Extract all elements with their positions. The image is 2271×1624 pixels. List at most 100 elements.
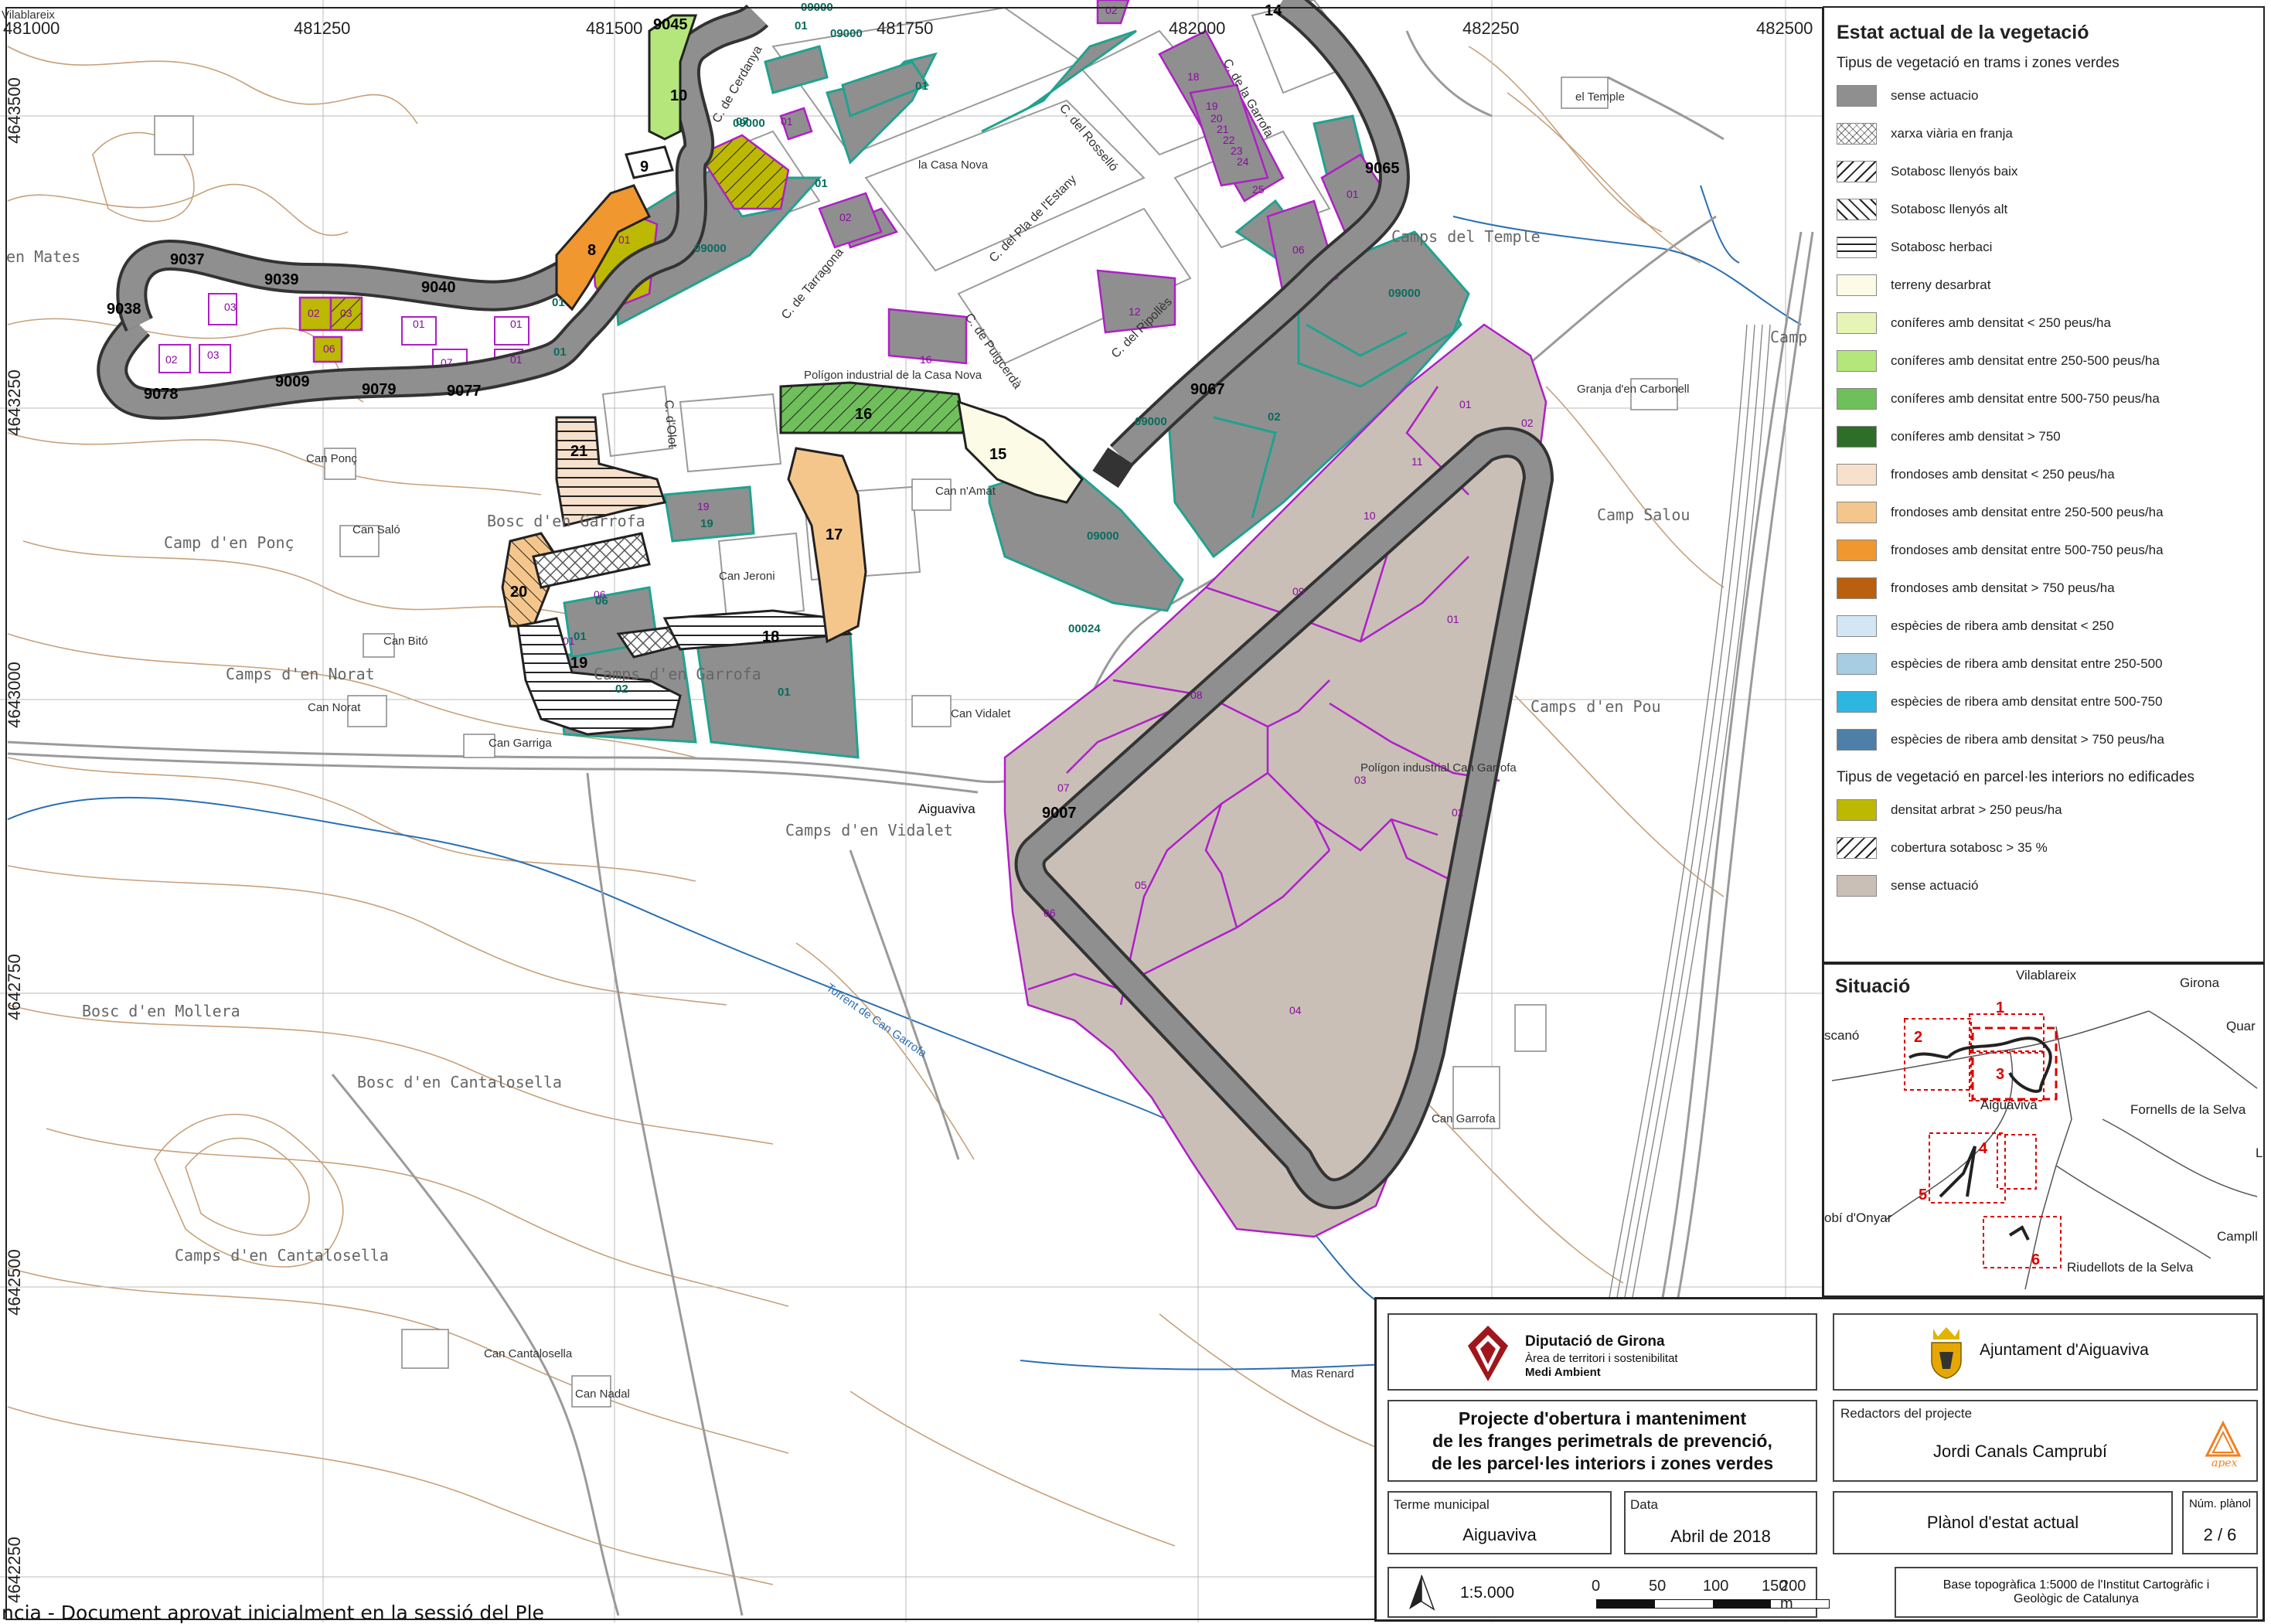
svg-text:Aiguaviva: Aiguaviva (918, 802, 975, 816)
legend-swatch-icon (1837, 728, 1877, 751)
org1-box: Diputació de Girona Àrea de territori i … (1387, 1313, 1817, 1391)
legend-item: terreny desarbrat (1837, 266, 2263, 304)
org1-department: Medi Ambient (1525, 1366, 1601, 1379)
svg-text:9078: 9078 (144, 386, 179, 403)
svg-text:9007: 9007 (1042, 805, 1077, 822)
legend-label: frondoses amb densitat < 250 peus/ha (1891, 466, 2115, 482)
svg-text:Can Norat: Can Norat (308, 701, 361, 714)
svg-text:9040: 9040 (421, 279, 456, 296)
svg-text:9077: 9077 (447, 383, 482, 400)
legend-swatch-icon (1837, 539, 1877, 561)
svg-text:07: 07 (736, 115, 749, 128)
legend-item: densitat arbrat > 250 peus/ha (1837, 791, 2263, 829)
legend-label: Sotabosc llenyós baix (1891, 163, 2018, 179)
svg-text:23: 23 (1231, 145, 1243, 157)
base-source-line: Geològic de Catalunya (2014, 1592, 2139, 1605)
org2-box: Ajuntament d'Aiguaviva (1833, 1313, 2258, 1391)
svg-text:01: 01 (781, 115, 793, 128)
legend-swatch-icon (1837, 836, 1877, 859)
area-label: Bosc d'en Cantalosella (357, 1073, 562, 1091)
legend-item: frondoses amb densitat entre 250-500 peu… (1837, 493, 2263, 531)
legend-panel: Estat actual de la vegetació Tipus de ve… (1823, 6, 2265, 963)
svg-text:02: 02 (1452, 806, 1464, 819)
svg-text:Can Cantalosella: Can Cantalosella (484, 1347, 573, 1360)
svg-text:Can Garriga: Can Garriga (489, 737, 552, 750)
svg-text:21: 21 (570, 443, 587, 460)
svg-text:Polígon industrial Can Garrofa: Polígon industrial Can Garrofa (1360, 761, 1517, 775)
svg-text:16: 16 (855, 406, 872, 423)
svg-text:09000: 09000 (1135, 415, 1167, 428)
legend-item: espècies de ribera amb densitat entre 50… (1837, 683, 2263, 720)
legend-section-title: Tipus de vegetació en parcel·les interio… (1837, 769, 2194, 785)
svg-text:21: 21 (1217, 123, 1229, 135)
sheet-number: 1 (1996, 999, 2004, 1016)
svg-text:25: 25 (1252, 183, 1265, 196)
svg-text:05: 05 (1135, 879, 1147, 891)
redactors-box: Redactors del projecte Jordi Canals Camp… (1833, 1400, 2258, 1482)
legend-item: Sotabosc llenyós alt (1837, 190, 2263, 228)
svg-text:01: 01 (1347, 188, 1359, 200)
legend-swatch-icon (1837, 198, 1877, 220)
svg-text:9037: 9037 (170, 251, 205, 268)
org2-name: Ajuntament d'Aiguaviva (1980, 1341, 2149, 1359)
area-label: Camps d'en Cantalosella (175, 1246, 389, 1265)
coord-x-label: 481000 (3, 19, 60, 38)
town-label: Aiguaviva (1980, 1098, 2038, 1112)
svg-text:Can Jeroni: Can Jeroni (719, 570, 775, 583)
coord-y-label: 4643500 (4, 77, 24, 144)
title-block: Diputació de Girona Àrea de territori i … (1374, 1297, 2265, 1622)
legend-label: Sotabosc llenyós alt (1891, 201, 2008, 216)
legend-swatch-icon (1837, 312, 1877, 334)
town-label: L (2256, 1146, 2263, 1160)
svg-text:01: 01 (815, 177, 828, 190)
svg-text:12: 12 (1129, 305, 1141, 318)
svg-text:02: 02 (1105, 4, 1118, 16)
svg-text:06: 06 (594, 588, 606, 601)
svg-text:Can Ponç: Can Ponç (306, 452, 357, 465)
svg-text:24: 24 (1237, 155, 1249, 168)
diputacio-logo-icon (1468, 1326, 1508, 1381)
svg-text:19: 19 (570, 655, 587, 672)
legend-label: sense actuacio (1891, 87, 1979, 103)
svg-text:02: 02 (308, 307, 320, 319)
town-label: Quar (2226, 1019, 2256, 1033)
legend-label: coníferes amb densitat entre 500-750 peu… (1891, 390, 2160, 406)
legend-item: coníferes amb densitat > 750 (1837, 417, 2263, 455)
legend-label: coníferes amb densitat entre 250-500 peu… (1891, 352, 2160, 368)
legend-item: Sotabosc llenyós baix (1837, 152, 2263, 190)
coord-x-label: 482500 (1756, 19, 1813, 38)
svg-text:01: 01 (915, 80, 928, 93)
legend-label: Sotabosc herbaci (1891, 239, 1993, 254)
legend-title: Estat actual de la vegetació (1837, 22, 2089, 43)
scalebar-tick: 0 (1592, 1578, 1601, 1595)
svg-text:el Temple: el Temple (1575, 90, 1625, 104)
legend-section-title: Tipus de vegetació en trams i zones verd… (1837, 55, 2119, 71)
plan-title-box: Plànol d'estat actual (1833, 1491, 2173, 1554)
svg-text:Can Nadal: Can Nadal (575, 1387, 630, 1401)
svg-text:9067: 9067 (1190, 381, 1225, 398)
legend-label: frondoses amb densitat entre 250-500 peu… (1891, 504, 2164, 519)
svg-text:09000: 09000 (733, 117, 765, 130)
svg-text:07: 07 (441, 356, 453, 369)
svg-text:9039: 9039 (264, 271, 299, 288)
legend-label: sense actuació (1891, 877, 1979, 893)
plan-number: 2 / 6 (2203, 1525, 2237, 1544)
legend-label: terreny desarbrat (1891, 277, 1991, 292)
scale-box: 1:5.000 0 50 100 150 200 m (1387, 1567, 1830, 1618)
legend-swatch-icon (1837, 690, 1877, 713)
project-title-line: de les franges perimetrals de prevenció, (1432, 1430, 1772, 1451)
legend-swatch-icon (1837, 122, 1877, 145)
area-label: Bosc d'en Garrofa (487, 512, 645, 530)
svg-text:11: 11 (1411, 455, 1423, 468)
org1-name: Diputació de Girona (1525, 1333, 1665, 1350)
svg-text:C. del Rosselló: C. del Rosselló (1057, 102, 1120, 174)
coord-x-label: 481250 (294, 19, 351, 38)
sheet-number: 4 (1979, 1140, 1988, 1157)
place-label: Vilablareix (2, 9, 55, 22)
legend-item: espècies de ribera amb densitat > 750 pe… (1837, 720, 2263, 758)
project-title-line: de les parcel·les interiors i zones verd… (1431, 1452, 1774, 1473)
svg-text:02: 02 (1521, 417, 1534, 429)
svg-text:16: 16 (920, 353, 932, 366)
area-label: Camps d'en Garrofa (594, 665, 761, 683)
